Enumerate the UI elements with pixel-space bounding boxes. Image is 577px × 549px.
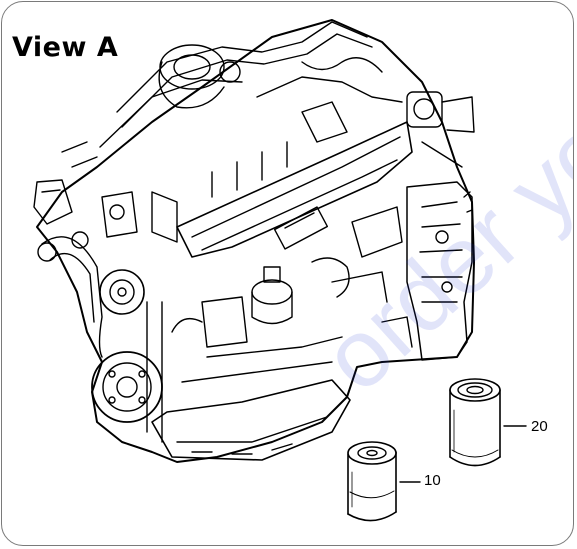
filter-20-illustration [449,378,501,467]
engine-block [33,19,475,463]
filter-10-illustration [347,441,397,522]
callout-label-10: 10 [424,472,441,489]
callout-label-20: 20 [531,418,548,435]
view-title: View A [12,32,119,63]
